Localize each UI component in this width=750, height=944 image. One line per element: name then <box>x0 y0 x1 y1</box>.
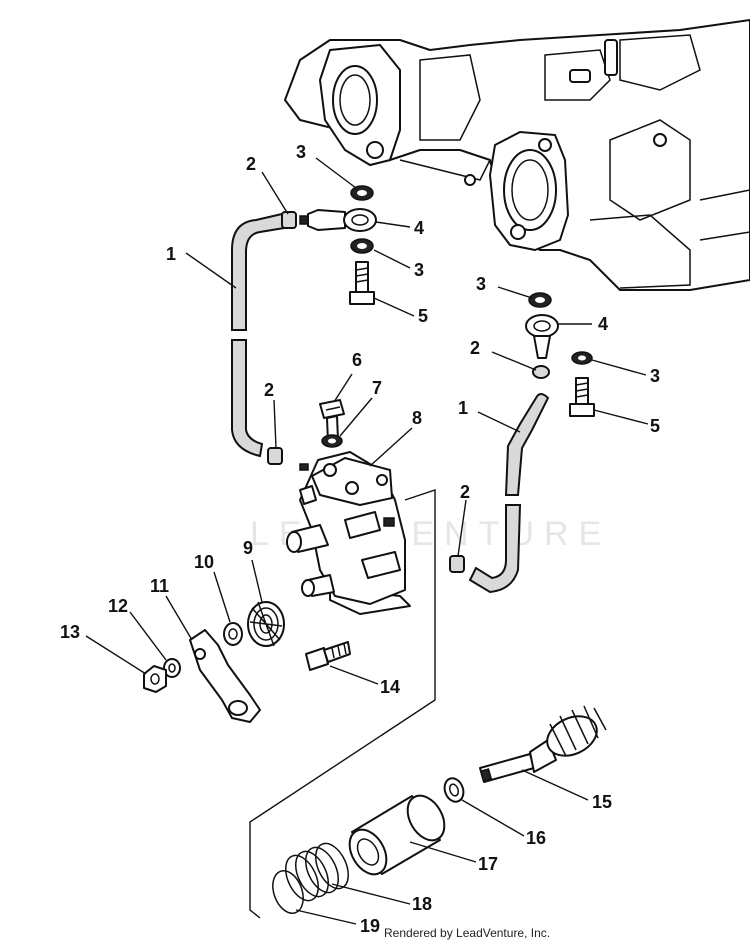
callout-17: 17 <box>409 841 498 874</box>
nut <box>143 665 167 693</box>
svg-text:3: 3 <box>414 260 424 280</box>
svg-text:10: 10 <box>194 552 214 572</box>
lock-washer <box>163 658 181 678</box>
callout-18: 18 <box>331 883 432 914</box>
clamp-lower-left <box>267 447 283 465</box>
callout-8: 8 <box>369 408 422 467</box>
drive-shaft <box>479 705 607 783</box>
svg-text:6: 6 <box>352 350 362 370</box>
banjo-fitting-right <box>525 314 559 359</box>
callout-3-top-right: 3 <box>476 274 533 299</box>
callout-1-left: 1 <box>166 244 237 289</box>
callout-3-top-left: 3 <box>296 142 357 189</box>
callout-2-upper-left: 2 <box>246 154 289 215</box>
callout-6: 6 <box>333 350 362 403</box>
gear-washer <box>223 622 243 646</box>
svg-text:16: 16 <box>526 828 546 848</box>
svg-text:13: 13 <box>60 622 80 642</box>
pump-washer <box>321 434 343 448</box>
drive-gear <box>247 601 285 647</box>
svg-text:14: 14 <box>380 677 400 697</box>
bushing <box>348 794 446 876</box>
svg-text:19: 19 <box>360 916 380 936</box>
callout-1-right: 1 <box>458 398 521 433</box>
callout-14: 14 <box>329 665 400 697</box>
svg-text:3: 3 <box>296 142 306 162</box>
washer-right-upper <box>528 292 552 308</box>
shaft-washer <box>443 777 465 803</box>
svg-text:7: 7 <box>372 378 382 398</box>
oil-line-left <box>231 212 286 458</box>
callout-2-lower-right: 2 <box>457 482 470 557</box>
svg-text:12: 12 <box>108 596 128 616</box>
cylinder-head <box>284 19 750 291</box>
svg-text:2: 2 <box>460 482 470 502</box>
svg-text:3: 3 <box>650 366 660 386</box>
credit-text: Rendered by LeadVenture, Inc. <box>384 926 551 940</box>
svg-text:2: 2 <box>264 380 274 400</box>
callout-9: 9 <box>243 538 263 603</box>
clamp-upper-right <box>532 365 550 379</box>
svg-text:1: 1 <box>166 244 176 264</box>
oil-pump-assembly <box>286 451 411 615</box>
oil-line-right <box>468 393 550 594</box>
svg-text:9: 9 <box>243 538 253 558</box>
banjo-fitting-left <box>299 208 377 232</box>
svg-text:17: 17 <box>478 854 498 874</box>
callout-5-left: 5 <box>373 297 428 326</box>
callout-19: 19 <box>295 909 380 936</box>
callout-7: 7 <box>339 378 382 437</box>
svg-text:3: 3 <box>476 274 486 294</box>
callout-3-mid-left: 3 <box>373 249 424 280</box>
svg-text:5: 5 <box>418 306 428 326</box>
callout-11: 11 <box>150 576 193 641</box>
svg-text:5: 5 <box>650 416 660 436</box>
svg-text:2: 2 <box>470 338 480 358</box>
callout-4-right: 4 <box>558 314 608 334</box>
svg-text:1: 1 <box>458 398 468 418</box>
svg-text:18: 18 <box>412 894 432 914</box>
callout-4-left: 4 <box>375 218 424 238</box>
callout-10: 10 <box>194 552 231 623</box>
svg-text:2: 2 <box>246 154 256 174</box>
svg-text:4: 4 <box>414 218 424 238</box>
callout-2-lower-left: 2 <box>264 380 277 449</box>
detail-bracket <box>249 489 436 919</box>
callout-15: 15 <box>521 769 612 812</box>
callout-5-right: 5 <box>593 409 660 436</box>
callout-12: 12 <box>108 596 167 661</box>
svg-text:8: 8 <box>412 408 422 428</box>
clamp-lower-right <box>449 555 465 573</box>
callout-13: 13 <box>60 622 147 675</box>
clamp-upper-left <box>281 211 297 229</box>
snap-ring <box>272 870 304 914</box>
control-lever <box>189 629 261 723</box>
svg-text:4: 4 <box>598 314 608 334</box>
svg-text:15: 15 <box>592 792 612 812</box>
spring <box>285 842 349 902</box>
banjo-bolt-left <box>349 261 375 305</box>
svg-text:11: 11 <box>150 576 169 596</box>
banjo-bolt-right <box>569 377 595 417</box>
mounting-bolt <box>305 641 351 671</box>
washer-right-lower <box>571 351 593 365</box>
washer-left-upper <box>350 185 374 201</box>
washer-left-lower <box>350 238 374 254</box>
callout-3-mid-right: 3 <box>591 359 660 386</box>
callout-2-upper-right: 2 <box>470 338 537 371</box>
callout-16: 16 <box>461 799 546 848</box>
